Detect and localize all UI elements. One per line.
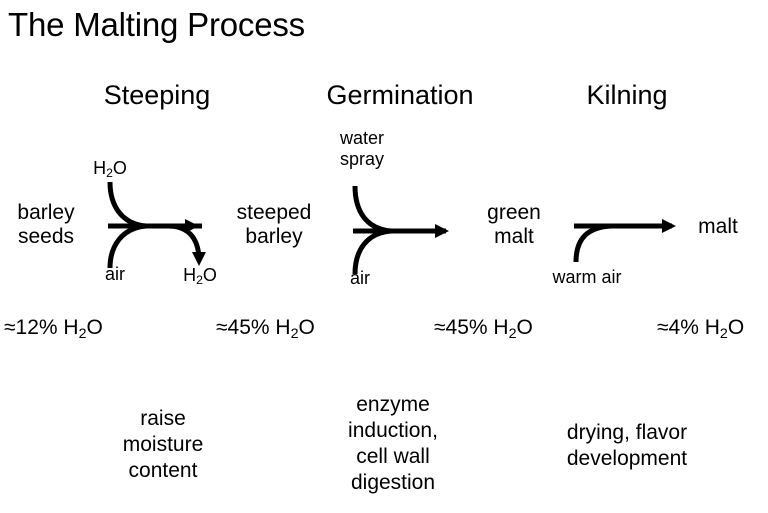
moisture-barley-seeds-sub: 2 bbox=[78, 325, 87, 342]
reagent-step1-water-in-post: O bbox=[112, 158, 127, 178]
node-barley-seeds: barley seeds bbox=[0, 201, 92, 249]
moisture-green-malt: ≈45% H2O bbox=[434, 315, 533, 343]
reagent-step1-water-in: H2O bbox=[78, 158, 142, 181]
node-malt-line1: malt bbox=[698, 215, 738, 238]
step1-inlet-bottom-curve bbox=[107, 223, 147, 269]
node-green-malt: green malt bbox=[464, 201, 564, 249]
description-germination: enzyme induction, cell wall digestion bbox=[313, 392, 473, 496]
moisture-malt-pre: ≈4% H bbox=[657, 316, 720, 339]
step3-inlet-bottom-curve bbox=[573, 223, 613, 263]
reagent-step1-water-out-pre: H bbox=[183, 265, 197, 285]
description-germination-line2: induction, bbox=[348, 419, 438, 442]
reagent-step2-water-spray-line2: spray bbox=[339, 149, 384, 169]
reagent-step3-warm-air: warm air bbox=[552, 267, 622, 287]
moisture-malt-sub: 2 bbox=[719, 325, 728, 342]
stage-heading-germination: Germination bbox=[326, 80, 474, 110]
reagent-step1-air-in: air bbox=[104, 264, 125, 284]
step2-inlet-top-curve bbox=[352, 185, 392, 234]
reagent-step1-water-out-sub: 2 bbox=[196, 273, 203, 288]
node-green-malt-line1: green bbox=[487, 201, 541, 224]
step1-inlet-top-curve bbox=[107, 181, 147, 229]
step1-arrowhead-right bbox=[185, 219, 199, 233]
description-kilning-line1: drying, flavor bbox=[566, 421, 688, 444]
page-title: The Malting Process bbox=[8, 6, 305, 43]
description-germination-line4: digestion bbox=[350, 471, 436, 494]
step3-arrowhead-right bbox=[662, 219, 676, 233]
moisture-barley-seeds: ≈12% H2O bbox=[4, 315, 103, 343]
step1-outlet-arrowhead-down bbox=[192, 252, 206, 266]
moisture-steeped-barley-sub: 2 bbox=[290, 325, 299, 342]
stage-heading-steeping: Steeping bbox=[103, 80, 211, 110]
description-steeping-line2: moisture bbox=[122, 433, 204, 456]
node-steeped-barley-line1: steeped bbox=[236, 201, 312, 224]
reagent-step2-air-in: air bbox=[349, 268, 370, 288]
moisture-barley-seeds-pre: ≈12% H bbox=[4, 316, 79, 339]
moisture-steeped-barley-post: O bbox=[298, 316, 315, 339]
moisture-steeped-barley-pre: ≈45% H bbox=[216, 316, 291, 339]
moisture-green-malt-sub: 2 bbox=[508, 325, 517, 342]
description-kilning-line2: development bbox=[566, 447, 688, 470]
node-steeped-barley-line2: barley bbox=[245, 225, 303, 248]
stage-heading-kilning: Kilning bbox=[586, 80, 668, 110]
node-barley-seeds-line1: barley bbox=[17, 201, 75, 224]
description-germination-line3: cell wall bbox=[356, 445, 430, 468]
node-green-malt-line2: malt bbox=[494, 225, 534, 248]
moisture-malt-post: O bbox=[727, 316, 745, 339]
step2-arrowhead-right bbox=[435, 224, 449, 238]
node-steeped-barley: steeped barley bbox=[216, 201, 332, 249]
description-kilning: drying, flavor development bbox=[523, 420, 731, 472]
reagent-step1-water-out: H2O bbox=[168, 265, 232, 288]
moisture-steeped-barley: ≈45% H2O bbox=[216, 315, 315, 343]
moisture-green-malt-pre: ≈45% H bbox=[434, 316, 509, 339]
moisture-green-malt-post: O bbox=[516, 316, 533, 339]
node-barley-seeds-line2: seeds bbox=[17, 225, 75, 248]
reagent-step2-water-spray: water spray bbox=[323, 128, 401, 170]
moisture-malt: ≈4% H2O bbox=[657, 315, 744, 343]
node-malt: malt bbox=[678, 215, 758, 239]
description-steeping-line1: raise bbox=[140, 407, 186, 430]
reagent-step1-water-out-post: O bbox=[202, 265, 217, 285]
step1-outlet-bottom-curve bbox=[167, 223, 202, 259]
moisture-barley-seeds-post: O bbox=[86, 316, 103, 339]
description-steeping-line3: content bbox=[128, 459, 198, 482]
description-steeping: raise moisture content bbox=[88, 406, 238, 484]
description-germination-line1: enzyme bbox=[356, 393, 430, 416]
reagent-step2-water-spray-line1: water bbox=[339, 128, 384, 148]
reagent-step1-water-in-sub: 2 bbox=[106, 166, 113, 181]
reagent-step1-water-in-pre: H bbox=[93, 158, 107, 178]
